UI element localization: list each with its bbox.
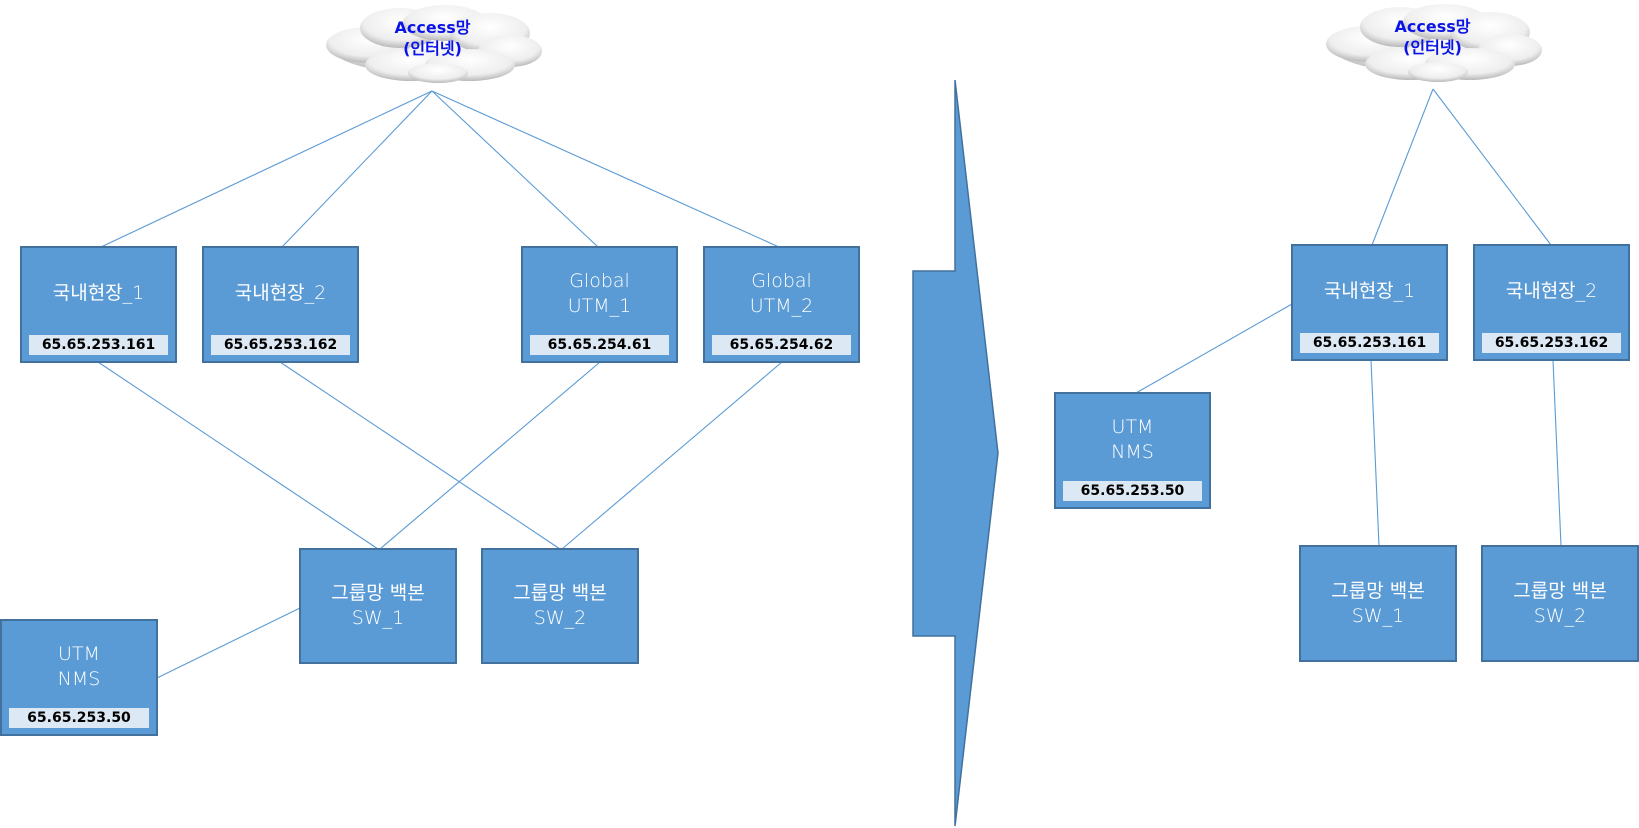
link-cloud-global-utm-1 bbox=[431, 90, 599, 248]
link-cloud-domestic-1 bbox=[100, 90, 433, 248]
right-internet-cloud: Access망 (인터넷) bbox=[1320, 2, 1545, 84]
right-node-domestic-1[interactable]: 국내현장_1 65.65.253.161 bbox=[1291, 244, 1448, 361]
left-node-global-utm-2[interactable]: Global UTM_2 65.65.254.62 bbox=[703, 246, 860, 363]
left-node-utm-nms[interactable]: UTM NMS 65.65.253.50 bbox=[0, 619, 158, 736]
node-label: Global UTM_1 bbox=[567, 269, 632, 317]
node-label: 국내현장_1 bbox=[52, 282, 145, 304]
node-label: 국내현장_1 bbox=[1323, 280, 1416, 302]
link-global-utm-1-sw-1 bbox=[379, 361, 601, 550]
left-node-global-utm-1[interactable]: Global UTM_1 65.65.254.61 bbox=[521, 246, 678, 363]
node-ip: 65.65.253.162 bbox=[211, 335, 350, 355]
right-node-backbone-sw-2[interactable]: 그룹망 백본 SW_2 bbox=[1481, 545, 1639, 662]
link-domestic-1-sw-1 bbox=[97, 361, 379, 550]
node-label: 그룹망 백본 SW_2 bbox=[513, 582, 607, 629]
node-label: 그룹망 백본 SW_2 bbox=[1513, 579, 1607, 627]
node-label: Global UTM_2 bbox=[749, 269, 814, 317]
node-label: 그룹망 백본 SW_1 bbox=[1331, 579, 1425, 627]
node-ip: 65.65.253.161 bbox=[1300, 333, 1439, 353]
link-nms-sw-1 bbox=[156, 607, 301, 679]
node-label: UTM NMS bbox=[57, 642, 101, 690]
node-ip: 65.65.254.61 bbox=[530, 335, 669, 355]
link-cloud-domestic-2 bbox=[281, 90, 433, 248]
link-global-utm-2-sw-2 bbox=[561, 361, 783, 550]
node-ip: 65.65.253.162 bbox=[1482, 333, 1621, 353]
left-node-domestic-2[interactable]: 국내현장_2 65.65.253.162 bbox=[202, 246, 359, 363]
cloud-label: Access망 (인터넷) bbox=[1394, 17, 1471, 57]
right-node-backbone-sw-1[interactable]: 그룹망 백본 SW_1 bbox=[1299, 545, 1457, 662]
node-label: UTM NMS bbox=[1111, 415, 1154, 463]
link-r-cloud-domestic-2 bbox=[1432, 88, 1552, 246]
link-r-cloud-domestic-1 bbox=[1371, 88, 1434, 246]
node-ip: 65.65.253.50 bbox=[1063, 481, 1202, 501]
right-node-domestic-2[interactable]: 국내현장_2 65.65.253.162 bbox=[1473, 244, 1630, 361]
node-ip: 65.65.253.161 bbox=[29, 335, 168, 355]
left-internet-cloud: Access망 (인터넷) bbox=[320, 3, 545, 85]
right-node-utm-nms[interactable]: UTM NMS 65.65.253.50 bbox=[1054, 392, 1211, 509]
link-r-domestic-1-sw-1 bbox=[1370, 359, 1380, 547]
node-label: 국내현장_2 bbox=[1505, 280, 1598, 302]
cloud-icon bbox=[1326, 4, 1542, 82]
node-label: 국내현장_2 bbox=[234, 282, 327, 304]
cloud-icon bbox=[326, 5, 542, 83]
link-domestic-2-sw-2 bbox=[279, 361, 561, 550]
link-r-domestic-1-nms bbox=[1135, 303, 1293, 394]
left-node-backbone-sw-2[interactable]: 그룹망 백본 SW_2 bbox=[481, 548, 639, 664]
left-node-backbone-sw-1[interactable]: 그룹망 백본 SW_1 bbox=[299, 548, 457, 664]
cloud-label: Access망 (인터넷) bbox=[394, 18, 471, 58]
link-cloud-global-utm-2 bbox=[431, 90, 780, 248]
node-ip: 65.65.253.50 bbox=[9, 708, 149, 728]
link-r-domestic-2-sw-2 bbox=[1552, 359, 1562, 547]
node-label: 그룹망 백본 SW_1 bbox=[331, 582, 425, 629]
node-ip: 65.65.254.62 bbox=[712, 335, 851, 355]
left-node-domestic-1[interactable]: 국내현장_1 65.65.253.161 bbox=[20, 246, 177, 363]
